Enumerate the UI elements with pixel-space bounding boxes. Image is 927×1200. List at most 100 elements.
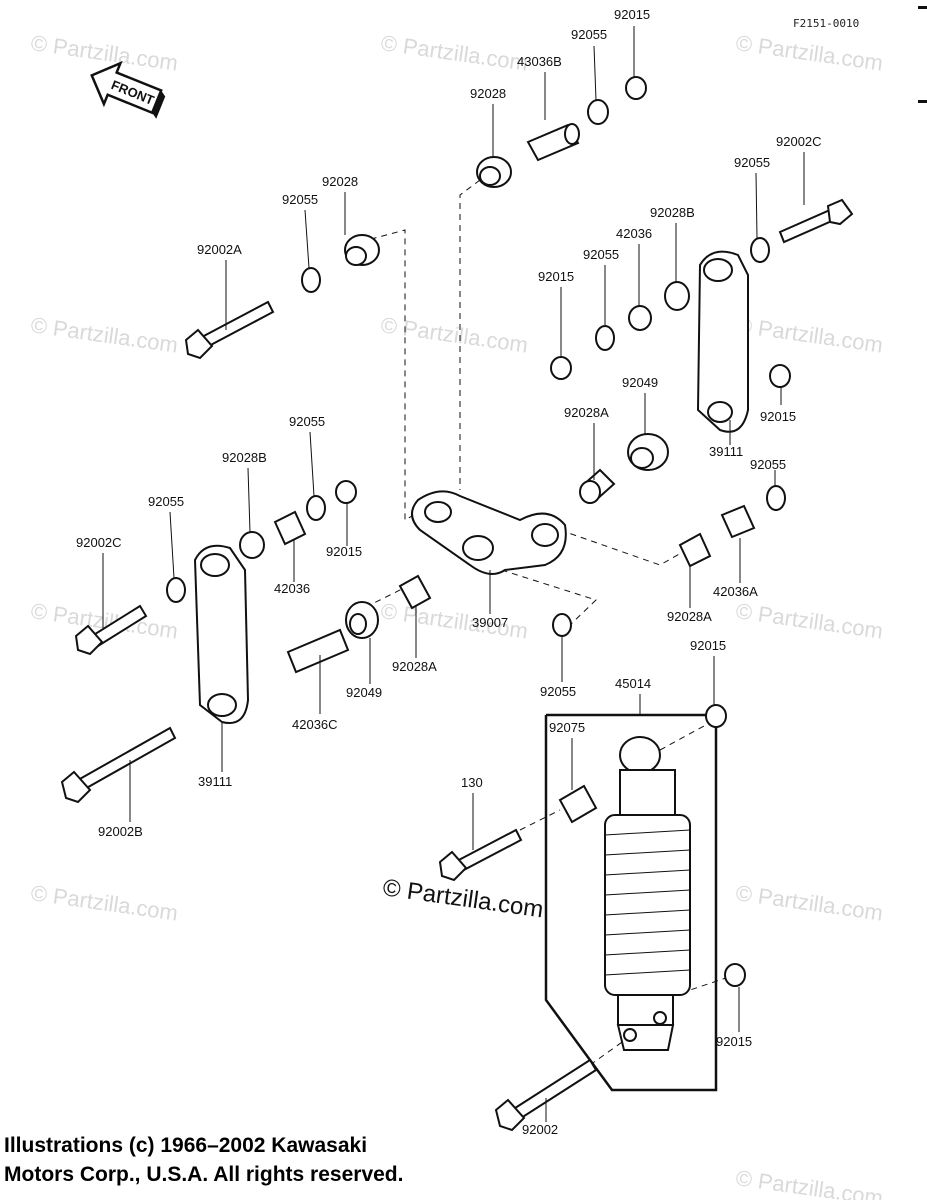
callout-label: 92028A (392, 659, 437, 674)
nut-92015-right (769, 364, 791, 388)
washer-92055-left-lower (306, 495, 326, 521)
washer-92055-far-left (166, 577, 186, 603)
callout-label: 92028B (650, 205, 695, 220)
callout-label: 92015 (538, 269, 574, 284)
callout-label: 92075 (549, 720, 585, 735)
nut-92015-shock-top (705, 704, 727, 728)
callout-label: 92055 (583, 247, 619, 262)
washer-92055-top (587, 99, 609, 125)
callout-label: 92049 (622, 375, 658, 390)
callout-label: 42036C (292, 717, 338, 732)
copyright-line-2: Motors Corp., U.S.A. All rights reserved… (4, 1163, 404, 1186)
shock-bottom-hole-2 (653, 1011, 667, 1025)
rocker-arm-hole-1 (424, 501, 452, 523)
bushing-92028A-upper-end (579, 480, 601, 504)
callout-label: 45014 (615, 676, 651, 691)
bushing-92028A-right (678, 532, 712, 568)
nut-92015-shock-bottom (724, 963, 746, 987)
edge-mark (918, 6, 927, 9)
callout-label: 43036B (517, 54, 562, 69)
washer-92055-center (552, 613, 572, 637)
callout-label: 92015 (716, 1034, 752, 1049)
callout-label: 92055 (282, 192, 318, 207)
rod-39111-right-top-hole (703, 258, 733, 282)
bolt-130-head (438, 850, 468, 882)
bolt-92002C-right-head (826, 198, 854, 226)
shock-spring (604, 814, 691, 996)
callout-label: 39111 (709, 444, 743, 459)
shock-bracket-outline (544, 713, 718, 1092)
bushing-92028B-right (664, 281, 690, 311)
collar-42036-right (628, 305, 652, 331)
washer-92055-right-lower (766, 485, 786, 511)
callout-label: 92002B (98, 824, 143, 839)
center-watermark: © Partzilla.com (381, 874, 545, 923)
callout-label: 42036 (616, 226, 652, 241)
callout-label: 92028B (222, 450, 267, 465)
watermark: © Partzilla.com (734, 312, 884, 357)
callout-label: 39007 (472, 615, 508, 630)
watermark: © Partzilla.com (379, 30, 529, 75)
callout-label: 92015 (614, 7, 650, 22)
callout-label: 42036A (713, 584, 758, 599)
callout-label: 92002C (776, 134, 822, 149)
figure-code: F2151-0010 (793, 17, 859, 30)
leader-lines (102, 26, 805, 1122)
rod-39111-left (193, 544, 250, 724)
callout-label: 92002C (76, 535, 122, 550)
nut-92015-left (335, 480, 357, 504)
washer-92055-right (750, 237, 770, 263)
bolt-92002-head (494, 1098, 526, 1132)
watermark: © Partzilla.com (29, 880, 179, 925)
collar-42036A (720, 504, 756, 539)
callouts: 92015 92055 43036B 92028 92002C 92055 92… (76, 7, 822, 1137)
watermark: © Partzilla.com (734, 1165, 884, 1200)
bolt-92002A (198, 300, 275, 350)
watermark: © Partzilla.com (734, 598, 884, 643)
shock-body-top (619, 769, 676, 816)
shock-spring-coils (604, 829, 691, 976)
collar-42036-left (273, 510, 307, 546)
parts (60, 76, 854, 1132)
rocker-arm-hole-3 (531, 523, 559, 547)
callout-label: 92028A (667, 609, 712, 624)
callout-label: 130 (461, 775, 483, 790)
callout-label: 39111 (198, 774, 232, 789)
washer-92055-left (301, 267, 321, 293)
callout-label: 92002 (522, 1122, 558, 1137)
seal-92049-left-hole (349, 613, 367, 635)
bolt-92002B-head (60, 770, 92, 804)
shock-bottom-hole (623, 1028, 637, 1042)
callout-label: 42036 (274, 581, 310, 596)
bushing-92028-top-hole (479, 166, 501, 186)
callout-label: 92028 (470, 86, 506, 101)
callout-label: 92049 (346, 685, 382, 700)
seal-92049-right-hole (630, 447, 654, 469)
shock-top-eye (619, 736, 661, 774)
callout-label: 92055 (148, 494, 184, 509)
watermark: © Partzilla.com (379, 312, 529, 357)
copyright-line-1: Illustrations (c) 1966–2002 Kawasaki (4, 1134, 368, 1157)
bushing-92028-left-hole (345, 246, 367, 266)
edge-mark (918, 100, 927, 103)
bolt-92002A-head (184, 328, 214, 360)
callout-label: 92028A (564, 405, 609, 420)
watermark: © Partzilla.com (734, 30, 884, 75)
bushing-92028B-left (239, 531, 265, 559)
watermark: © Partzilla.com (29, 312, 179, 357)
rod-39111-left-bottom-hole (207, 693, 237, 717)
collar-43036B-end (564, 123, 580, 145)
collar-92075 (558, 784, 598, 824)
bolt-92002B (76, 726, 177, 792)
callout-label: 92015 (690, 638, 726, 653)
collar-42036C (286, 628, 350, 674)
watermark: © Partzilla.com (734, 880, 884, 925)
callout-label: 92015 (760, 409, 796, 424)
callout-label: 92028 (322, 174, 358, 189)
callout-label: 92055 (289, 414, 325, 429)
callout-label: 92055 (750, 457, 786, 472)
callout-label: 92002A (197, 242, 242, 257)
bushing-92028A-center (398, 574, 432, 610)
nut-92015-mid (550, 356, 572, 380)
callout-label: 92055 (734, 155, 770, 170)
